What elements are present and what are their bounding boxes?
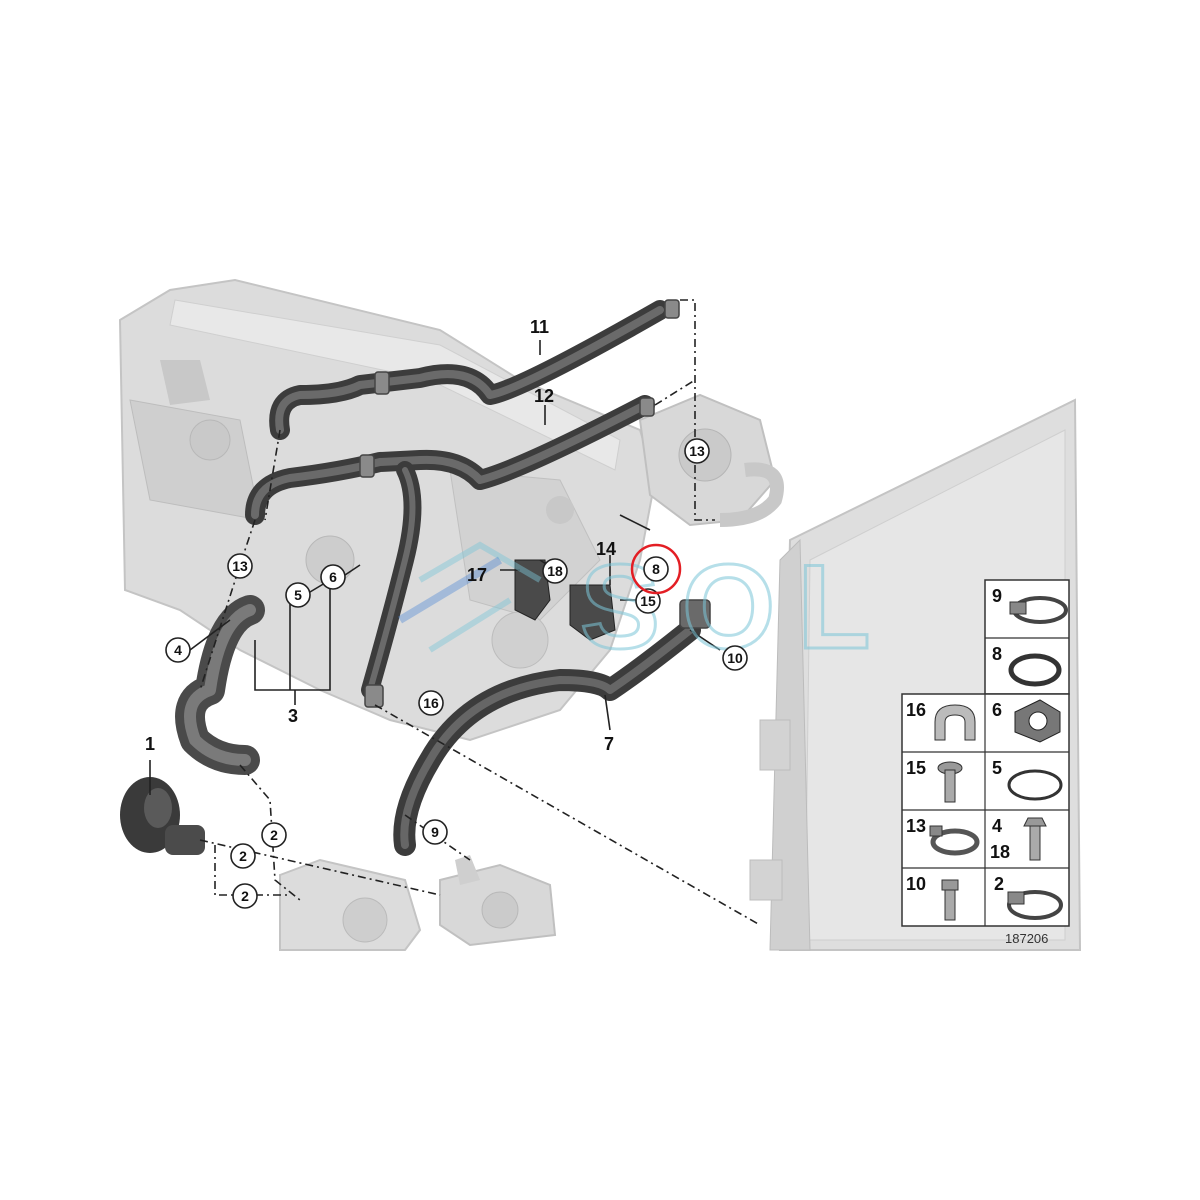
callout-12: 12 [534, 386, 554, 406]
legend-16: 16 [906, 700, 926, 720]
legend-5: 5 [992, 758, 1002, 778]
svg-text:6: 6 [329, 569, 337, 585]
svg-text:5: 5 [294, 587, 302, 603]
thermostat-housing [638, 393, 784, 527]
callout-6: 6 [320, 564, 346, 590]
svg-text:13: 13 [232, 558, 248, 574]
bracket-14 [569, 584, 616, 641]
svg-text:2: 2 [241, 888, 249, 904]
callout-9: 9 [422, 819, 448, 845]
callout-13-left: 13 [227, 553, 253, 579]
spring-clamp-icon [929, 825, 980, 856]
svg-text:18: 18 [547, 563, 563, 579]
svg-text:8: 8 [652, 561, 660, 577]
callout-15: 15 [635, 588, 661, 614]
hose-12 [245, 395, 655, 699]
callout-11: 11 [530, 317, 549, 337]
highlight-ring [630, 543, 682, 595]
watermark: SOL [397, 539, 872, 676]
legend-4: 4 [992, 816, 1002, 836]
legend-15: 15 [906, 758, 926, 778]
hose-1 [120, 777, 205, 855]
circled-callouts: 13 13 5 6 4 18 15 8 [165, 438, 748, 909]
callout-18: 18 [542, 558, 568, 584]
callout-14: 14 [596, 539, 616, 559]
callout-17: 17 [467, 565, 487, 585]
legend-2: 2 [994, 874, 1004, 894]
ring-icon [1007, 769, 1063, 801]
svg-text:2: 2 [239, 848, 247, 864]
svg-text:16: 16 [423, 695, 439, 711]
legend-18: 18 [990, 842, 1010, 862]
callout-7: 7 [604, 734, 614, 754]
svg-text:4: 4 [174, 642, 182, 658]
hose-clamp-icon [1009, 596, 1068, 624]
hose-11 [269, 300, 670, 440]
engine-block [118, 278, 657, 742]
callout-2-upper: 2 [261, 822, 287, 848]
legend-10: 10 [906, 874, 926, 894]
hex-bolt-icon [941, 879, 959, 921]
legend-13: 13 [906, 816, 926, 836]
gasket-icon [1014, 699, 1061, 743]
worm-clamp-icon [1007, 890, 1063, 920]
callout-16: 16 [418, 690, 444, 716]
hose-7 [393, 619, 701, 856]
parts-legend: 9 8 16 6 15 5 13 [901, 579, 1070, 946]
callout-8: 8 [643, 556, 669, 582]
callout-5: 5 [285, 582, 311, 608]
hose-3 [175, 595, 265, 775]
legend-8: 8 [992, 644, 1002, 664]
svg-text:2: 2 [270, 827, 278, 843]
flange-bolt-icon [937, 761, 963, 803]
bold-callouts: 11 12 14 17 3 7 1 [145, 317, 616, 754]
callout-1: 1 [145, 734, 155, 754]
callout-2-middle: 2 [230, 843, 256, 869]
callout-4: 4 [165, 637, 191, 663]
clip-icon [934, 704, 976, 741]
diagram-id: 187206 [1005, 931, 1048, 946]
clamps [359, 299, 711, 708]
callout-3: 3 [288, 706, 298, 726]
svg-text:9: 9 [431, 824, 439, 840]
legend-9: 9 [992, 586, 1002, 606]
callout-13-top: 13 [684, 438, 710, 464]
water-pump [279, 855, 557, 951]
callout-10: 10 [722, 645, 748, 671]
o-ring-icon [1008, 653, 1062, 687]
svg-text:10: 10 [727, 650, 743, 666]
bolt-icon [1023, 817, 1047, 861]
svg-text:15: 15 [640, 593, 656, 609]
legend-6: 6 [992, 700, 1002, 720]
callout-2-lower: 2 [232, 883, 258, 909]
svg-text:13: 13 [689, 443, 705, 459]
